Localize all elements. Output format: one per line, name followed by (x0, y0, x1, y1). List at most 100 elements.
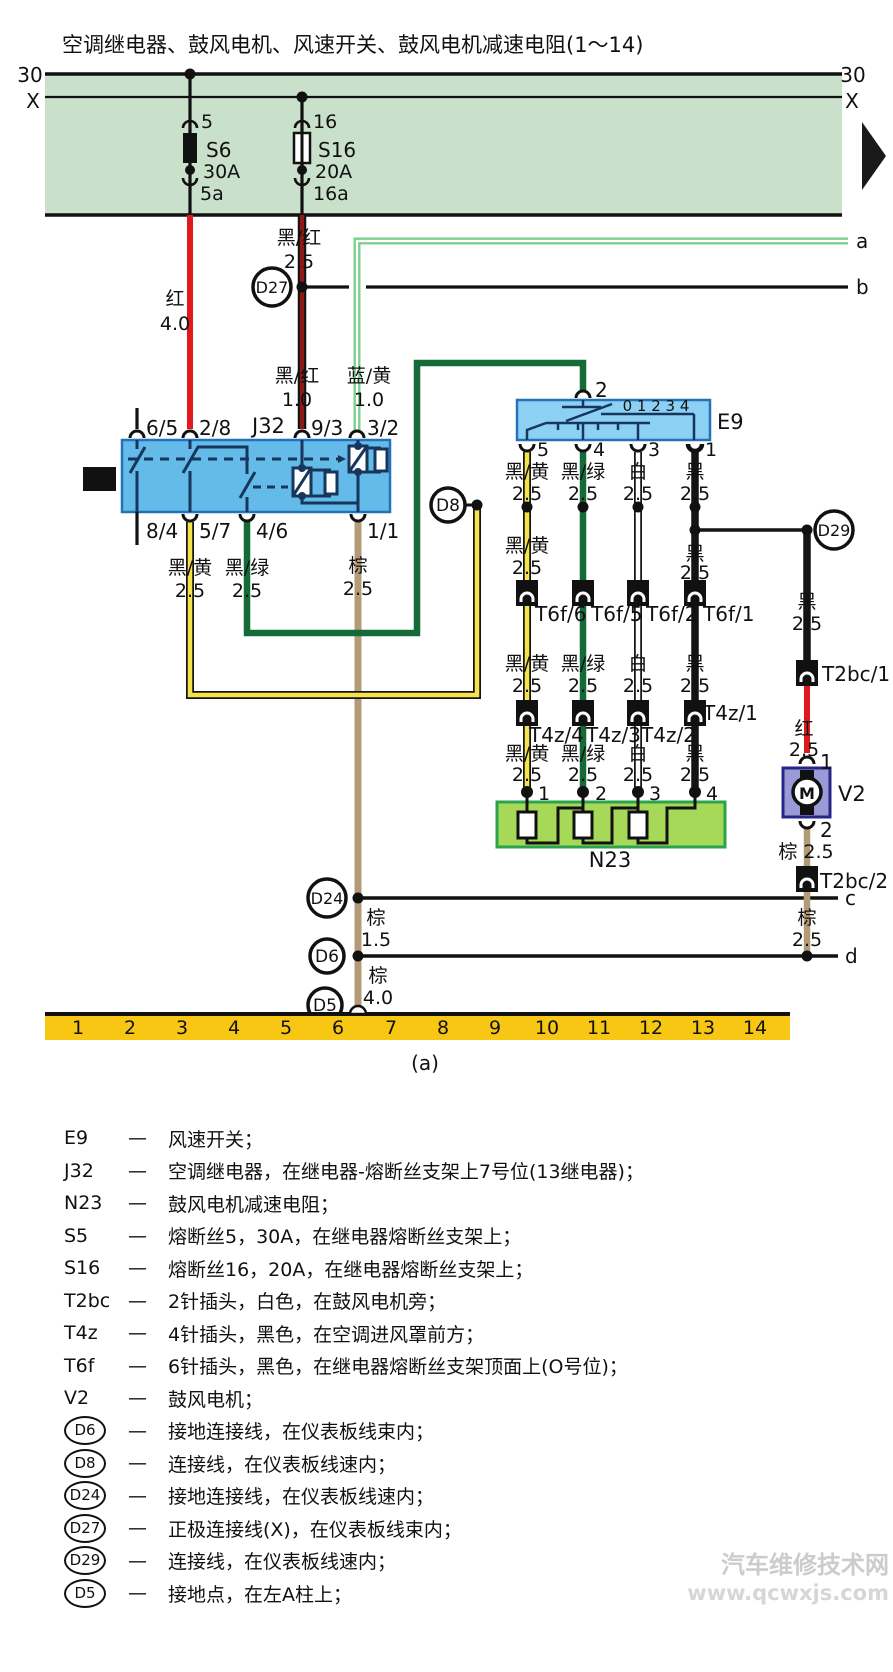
inline-connectors (516, 580, 818, 892)
legend-row-d8: D8 — 连接线，在仪表板线速内； (64, 1447, 844, 1480)
v2-pin2-label: 2 (820, 818, 833, 842)
bus-number: 8 (437, 1017, 449, 1039)
label-seg2-yellow: 黑/黄 (505, 653, 549, 675)
bus-number: 5 (280, 1017, 292, 1039)
legend-term: N23 (64, 1192, 103, 1215)
connector-arc-icon (519, 711, 535, 722)
bus-number: 4 (228, 1017, 240, 1039)
n23-link1 (525, 806, 583, 845)
legend-term-circled: D6 (64, 1416, 106, 1446)
bus-number: 14 (743, 1017, 767, 1039)
dot (577, 501, 589, 513)
e9-pin4-label: 4 (593, 439, 605, 461)
label-t4z1: T4z/1 (702, 701, 758, 725)
relay-slot-badge (83, 467, 116, 491)
legend-desc: 风速开关； (168, 1128, 264, 1151)
label-brown40-size: 4.0 (363, 987, 393, 1009)
label-right-black-size: 2.5 (792, 613, 822, 635)
legend-dash: — (128, 1322, 147, 1345)
relay-pin-28: 2/8 (199, 416, 231, 440)
fuse-s6 (181, 119, 199, 187)
legend-dash: — (128, 1549, 147, 1572)
label-seg2-green: 黑/绿 (561, 653, 605, 675)
s16-pin-bottom: 16a (313, 183, 349, 205)
v2-motor (781, 755, 832, 830)
e9-pin5-label: 5 (537, 439, 549, 461)
s6-pin-bottom: 5a (200, 183, 224, 205)
v2-brush-bottom (800, 806, 814, 815)
legend-term: E9 (64, 1127, 89, 1150)
legend-term-circled: D29 (64, 1546, 106, 1576)
label-seg2-yellow-size: 2.5 (512, 675, 542, 697)
relay-name: J32 (250, 414, 285, 438)
dot (521, 501, 533, 513)
legend-term: T2bc (64, 1289, 111, 1312)
legend-desc: 熔断丝5，30A，在继电器熔断丝支架上； (168, 1226, 522, 1249)
connector-arc-icon (799, 877, 815, 888)
ground-point-icon (348, 1004, 368, 1016)
label-right-red-size: 2.5 (789, 739, 819, 761)
relay-pin-46: 4/6 (256, 519, 288, 543)
s6-amps: 30A (203, 161, 240, 183)
d-nodes (251, 266, 855, 1024)
node-d24 (306, 877, 348, 919)
legend-desc: 空调继电器，在继电器-熔断丝支架上7号位(13继电器)； (168, 1161, 644, 1184)
relay-pin-57: 5/7 (199, 519, 231, 543)
relay-pin-65: 6/5 (146, 416, 178, 440)
label-e9-black: 黑 (685, 461, 704, 483)
bus-number: 11 (587, 1017, 611, 1039)
dot (184, 68, 196, 80)
label-e9-white-size: 2.5 (623, 483, 653, 505)
e9-pin1-label: 1 (705, 439, 717, 461)
n23-internals (516, 792, 697, 845)
label-seg3-black-size: 2.5 (680, 764, 710, 786)
label-mid-yellow: 黑/黄 (505, 535, 549, 557)
label-blackred-size: 2.5 (284, 251, 314, 273)
pin-arc-e9-4-icon (574, 443, 592, 453)
figure-caption: (a) (411, 1051, 439, 1075)
legend-row-s5: S5 — 熔断丝5，30A，在继电器熔断丝支架上； (64, 1220, 844, 1253)
n23-resistor2 (572, 810, 594, 840)
label-right-brown-size: 2.5 (792, 929, 822, 951)
line-d-label: d (845, 944, 858, 968)
dot-d27 (296, 281, 308, 293)
s16-pin-top: 16 (313, 111, 337, 133)
e9-drop5 (525, 421, 547, 440)
connector-arc-icon (630, 711, 646, 722)
label-e9-green: 黑/绿 (561, 461, 605, 483)
motor-m-label: M (799, 784, 815, 803)
power-band (45, 74, 842, 215)
label-blackred: 黑/红 (277, 227, 321, 249)
dot (632, 501, 644, 513)
bus-number: 9 (489, 1017, 501, 1039)
legend-desc: 鼓风电机减速电阻； (168, 1193, 340, 1216)
legend-dash: — (128, 1387, 147, 1410)
label-t2bc1: T2bc/1 (821, 662, 890, 686)
connector-arc-icon (575, 591, 591, 602)
dot (296, 91, 308, 103)
legend-desc: 4针插头，黑色，在空调进风罩前方； (168, 1323, 485, 1346)
legend-term: T4z (64, 1322, 98, 1345)
pin-arc-e9-1-icon (685, 443, 705, 454)
legend-row-t6f: T6f — 6针插头，黑色，在继电器熔断丝支架顶面上(O号位)； (64, 1350, 844, 1383)
bus-number: 7 (385, 1017, 397, 1039)
dot-d6 (352, 950, 364, 962)
s16-amps: 20A (315, 161, 352, 183)
pin-arc-65-icon (128, 429, 146, 439)
relay-dot2 (298, 492, 306, 500)
legend-term: S16 (64, 1257, 101, 1280)
dot-n23-1 (521, 786, 533, 798)
label-blackyellow-relay: 黑/黄 (168, 557, 212, 579)
pin-arc-57-icon (181, 513, 199, 523)
legend-term: T6f (64, 1354, 95, 1377)
legend-row-d6: D6 — 接地连接线，在仪表板线束内； (64, 1415, 844, 1448)
fuse-s16-terminal-icon (293, 119, 311, 129)
legend-desc: 6针插头，黑色，在继电器熔断丝支架顶面上(O号位)； (168, 1356, 628, 1379)
label-blueyellow-size: 1.0 (354, 389, 384, 411)
relay-pin-32: 3/2 (367, 416, 399, 440)
legend-term: J32 (64, 1159, 94, 1182)
node-d29-label: D29 (818, 521, 851, 540)
legend-dash: — (128, 1127, 147, 1150)
label-brown-relay: 棕 (348, 555, 367, 577)
dot-n23-3 (632, 786, 644, 798)
